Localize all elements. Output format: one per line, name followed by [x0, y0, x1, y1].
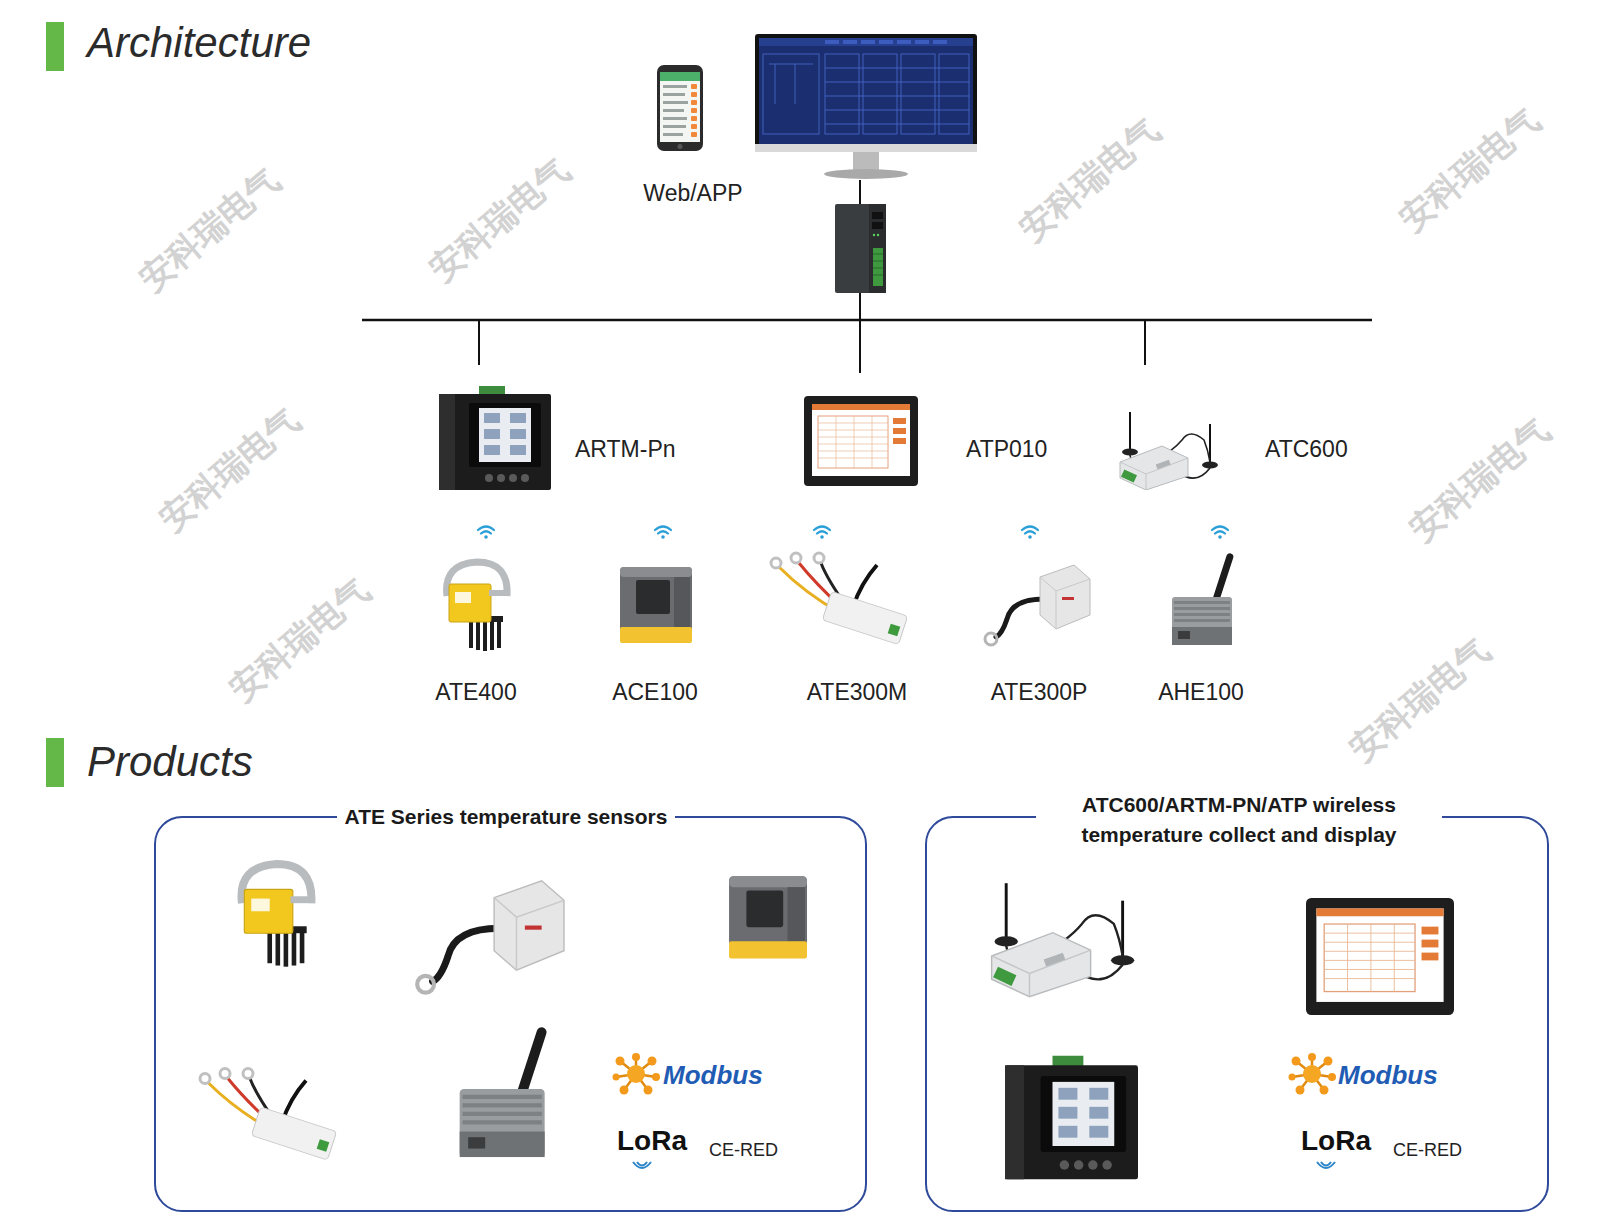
device-name: ATE400 — [435, 679, 516, 707]
device-name: ATE300P — [991, 679, 1088, 707]
meter-icon — [1005, 1056, 1138, 1180]
watermark: 安科瑞电气 — [1392, 100, 1547, 239]
modbus-logo — [1289, 1053, 1337, 1095]
watermark: 安科瑞电气 — [422, 150, 577, 289]
device-name: ATP010 — [966, 436, 1047, 464]
bus-line — [362, 319, 1372, 322]
wifi-symbol — [814, 527, 830, 539]
wifi-symbol — [478, 527, 494, 539]
meter-icon — [439, 386, 551, 490]
sensor: ATE400 — [435, 679, 516, 707]
lora-logo — [633, 1162, 651, 1168]
watermark: 安科瑞电气 — [152, 400, 307, 539]
wire — [1144, 320, 1146, 365]
sensor-icon — [200, 1069, 337, 1161]
sensor: ATE300M — [807, 679, 908, 707]
device: ARTM-Pn — [575, 436, 676, 464]
modbus-logo — [613, 1053, 661, 1095]
device: ATC600 — [1265, 436, 1348, 464]
sensor-icon — [417, 881, 564, 993]
device-name: AHE100 — [1158, 679, 1244, 707]
sensor-icon — [771, 553, 908, 645]
sensor-icon — [985, 565, 1090, 645]
protocol-logo: LoRa — [617, 1125, 687, 1157]
sensor-icon — [447, 562, 508, 651]
wire — [859, 180, 861, 204]
wire — [478, 320, 480, 365]
section-heading: Products — [87, 738, 253, 786]
certification-mark: CE-RED — [1393, 1140, 1462, 1161]
screen-icon — [804, 396, 918, 486]
screen-icon — [1306, 898, 1454, 1015]
device-name: ARTM-Pn — [575, 436, 676, 464]
heading-bar — [46, 738, 64, 787]
watermark: 安科瑞电气 — [132, 160, 287, 299]
heading-bar — [46, 22, 64, 71]
watermark: 安科瑞电气 — [1012, 110, 1167, 249]
wifi-symbol — [655, 527, 671, 539]
device-name: Web/APP — [643, 180, 742, 208]
watermark: 安科瑞电气 — [1402, 410, 1557, 549]
sensor-icon — [620, 567, 692, 643]
panel-heading: ATE Series temperature sensors — [337, 802, 676, 832]
wifi-symbol — [1212, 527, 1228, 539]
phone-icon — [657, 65, 703, 151]
sensor-icon — [460, 1026, 548, 1157]
app-client: Web/APP — [643, 180, 742, 208]
watermark: 安科瑞电气 — [1342, 630, 1497, 769]
gateway-icon — [835, 204, 886, 293]
panel-heading: ATC600/ARTM-PN/ATP wireless temperature … — [1036, 790, 1442, 851]
lora-logo — [1317, 1162, 1335, 1168]
protocol-logo: Modbus — [1338, 1061, 1438, 1091]
sensor: ATE300P — [991, 679, 1088, 707]
sensor: AHE100 — [1158, 679, 1244, 707]
sensor-icon — [1172, 553, 1234, 645]
wire — [859, 293, 861, 373]
collector-icon — [1120, 412, 1218, 490]
sensor: ACE100 — [612, 679, 698, 707]
sensor-icon — [242, 864, 312, 967]
device: ATP010 — [966, 436, 1047, 464]
device-name: ACE100 — [612, 679, 698, 707]
certification-mark: CE-RED — [709, 1140, 778, 1161]
monitor-icon — [755, 34, 977, 179]
protocol-logo: Modbus — [663, 1061, 763, 1091]
device-name: ATE300M — [807, 679, 908, 707]
wifi-symbol — [1022, 527, 1038, 539]
sensor-icon — [729, 876, 807, 958]
protocol-logo: LoRa — [1301, 1125, 1371, 1157]
collector-icon — [992, 883, 1135, 997]
section-heading: Architecture — [87, 19, 311, 67]
device-name: ATC600 — [1265, 436, 1348, 464]
watermark: 安科瑞电气 — [222, 570, 377, 709]
